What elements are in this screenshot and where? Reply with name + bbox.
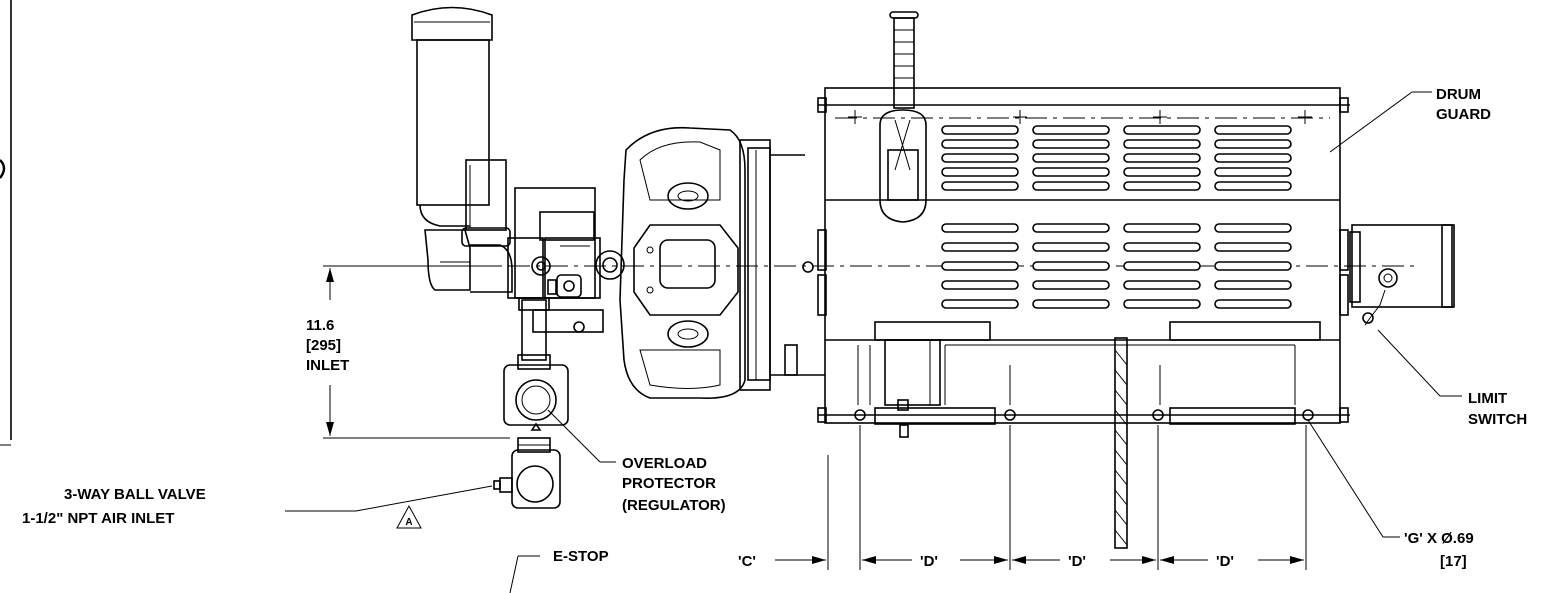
limit-switch-label-line2: SWITCH [1468,411,1527,428]
overload-label-line1: OVERLOAD [622,455,707,472]
holes-label-line1: 'G' X Ø.69 [1404,530,1474,547]
overload-label-line3: (REGULATOR) [622,497,726,514]
dimension-d-2: 'D' [1068,553,1086,570]
base-skid [854,321,1321,549]
holes-label-line2: [17] [1440,553,1467,570]
revision-mark: A [405,517,412,528]
limit-switch-label-line1: LIMIT [1468,390,1507,407]
inlet-dimension-label: INLET [306,357,349,374]
air-valve-body [507,187,625,333]
annotations: DRUM GUARD LIMIT SWITCH 11.6 [295] INLET… [22,86,1527,570]
overload-label-line2: PROTECTOR [622,475,716,492]
revision-triangle: A [396,504,422,529]
lift-handle [879,11,927,223]
dimension-lines [285,91,1462,593]
inlet-dimension-value: 11.6 [306,317,334,334]
upper-slots [941,125,1292,191]
limit-switch [1349,224,1455,326]
sheet-border [0,0,12,446]
ball-valve-label-line2: 1-1/2" NPT AIR INLET [22,510,174,527]
drum-guard-label-line1: DRUM [1436,86,1481,103]
estop-label: E-STOP [553,548,609,565]
lower-slots [941,223,1292,309]
dimension-d-1: 'D' [920,553,938,570]
pump-head [619,126,825,399]
dimension-d-3: 'D' [1216,553,1234,570]
muffler-filter [411,6,513,293]
ball-valve-label-line1: 3-WAY BALL VALVE [64,486,206,503]
inlet-dimension-metric: [295] [306,337,341,354]
dimension-c: 'C' [738,553,756,570]
drum-guard-label-line2: GUARD [1436,106,1491,123]
inlet-piping [493,297,569,509]
